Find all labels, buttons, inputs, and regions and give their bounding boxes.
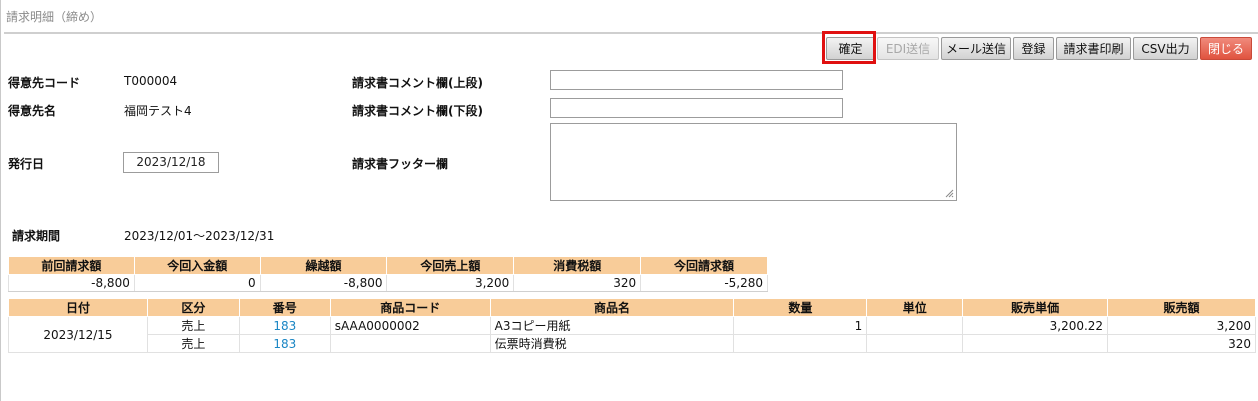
- footer-label: 請求書フッター欄: [352, 157, 449, 171]
- detail-code: sAAA0000002: [329, 316, 491, 335]
- summary-col-payment: 今回入金額: [133, 256, 261, 275]
- comment-upper-input[interactable]: [550, 70, 843, 90]
- detail-name: 伝票時消費税: [489, 334, 735, 353]
- customer-code-label: 得意先コード: [8, 76, 81, 90]
- detail-amount: 320: [1107, 334, 1256, 353]
- billing-period-label: 請求期間: [12, 229, 61, 243]
- table-row[interactable]: 売上 183 伝票時消費税 320: [9, 334, 1256, 353]
- detail-col-kubun: 区分: [146, 298, 240, 317]
- detail-unit: [866, 316, 964, 335]
- comment-lower-label: 請求書コメント欄(下段): [352, 104, 483, 118]
- footer-textarea[interactable]: [550, 123, 957, 201]
- confirm-button[interactable]: 確定: [826, 37, 875, 60]
- detail-amount: 3,200: [1107, 316, 1256, 335]
- summary-table: 前回請求額 今回入金額 繰越額 今回売上額 消費税額 今回請求額 -8,800 …: [8, 256, 768, 292]
- detail-col-price: 販売単価: [962, 298, 1109, 317]
- issue-date-label: 発行日: [8, 157, 45, 171]
- detail-unit: [866, 334, 964, 353]
- customer-code-value: T000004: [124, 74, 178, 88]
- summary-col-current-billed: 今回請求額: [640, 256, 768, 275]
- detail-code: [329, 334, 491, 353]
- detail-col-date: 日付: [8, 298, 148, 317]
- register-button[interactable]: 登録: [1013, 37, 1054, 60]
- summary-payment: 0: [133, 274, 261, 292]
- detail-col-code: 商品コード: [329, 298, 491, 317]
- detail-kubun: 売上: [146, 334, 240, 353]
- detail-price: [962, 334, 1109, 353]
- print-invoice-button[interactable]: 請求書印刷: [1056, 37, 1131, 60]
- detail-kubun: 売上: [146, 316, 240, 335]
- close-button[interactable]: 閉じる: [1200, 37, 1252, 60]
- page-title: 請求明細（締め）: [6, 10, 103, 24]
- summary-header-row: 前回請求額 今回入金額 繰越額 今回売上額 消費税額 今回請求額: [8, 256, 768, 275]
- detail-date: 2023/12/15: [8, 316, 148, 353]
- detail-header-row: 日付 区分 番号 商品コード 商品名 数量 単位 販売単価 販売額: [8, 298, 1256, 317]
- billing-period-value: 2023/12/01～2023/12/31: [124, 229, 275, 243]
- edi-send-button[interactable]: EDI送信: [877, 37, 939, 60]
- toolbar: 確定 EDI送信 メール送信 登録 請求書印刷 CSV出力 閉じる: [826, 37, 1252, 60]
- detail-col-amount: 販売額: [1107, 298, 1256, 317]
- csv-export-button[interactable]: CSV出力: [1133, 37, 1198, 60]
- detail-table: 日付 区分 番号 商品コード 商品名 数量 単位 販売単価 販売額 2023/1…: [8, 298, 1256, 353]
- resize-grip-icon[interactable]: [944, 188, 954, 198]
- detail-col-name: 商品名: [489, 298, 735, 317]
- detail-col-number: 番号: [238, 298, 331, 317]
- email-send-button[interactable]: メール送信: [941, 37, 1011, 60]
- title-divider: [4, 32, 1258, 34]
- detail-qty: 1: [733, 316, 868, 335]
- confirm-button-highlight: [822, 31, 876, 64]
- issue-date-input[interactable]: 2023/12/18: [123, 152, 219, 173]
- detail-number-link[interactable]: 183: [238, 334, 331, 353]
- summary-value-row: -8,800 0 -8,800 3,200 320 -5,280: [8, 274, 768, 292]
- summary-sales: 3,200: [386, 274, 515, 292]
- table-row[interactable]: 2023/12/15 売上 183 sAAA0000002 A3コピー用紙 1 …: [8, 316, 1256, 353]
- customer-name-value: 福岡テスト4: [124, 104, 192, 118]
- detail-price: 3,200.22: [962, 316, 1109, 335]
- customer-name-label: 得意先名: [8, 104, 57, 118]
- summary-col-tax: 消費税額: [513, 256, 642, 275]
- summary-current-billed: -5,280: [640, 274, 768, 292]
- summary-col-carryover: 繰越額: [259, 256, 388, 275]
- comment-lower-input[interactable]: [550, 98, 843, 118]
- detail-qty: [733, 334, 868, 353]
- summary-prev-billed: -8,800: [8, 274, 135, 292]
- summary-carryover: -8,800: [259, 274, 388, 292]
- summary-col-sales: 今回売上額: [386, 256, 515, 275]
- detail-name: A3コピー用紙: [489, 316, 735, 335]
- summary-tax: 320: [513, 274, 642, 292]
- summary-col-prev-billed: 前回請求額: [8, 256, 135, 275]
- detail-col-qty: 数量: [733, 298, 868, 317]
- detail-number-link[interactable]: 183: [238, 316, 331, 335]
- detail-col-unit: 単位: [866, 298, 964, 317]
- comment-upper-label: 請求書コメント欄(上段): [352, 76, 483, 90]
